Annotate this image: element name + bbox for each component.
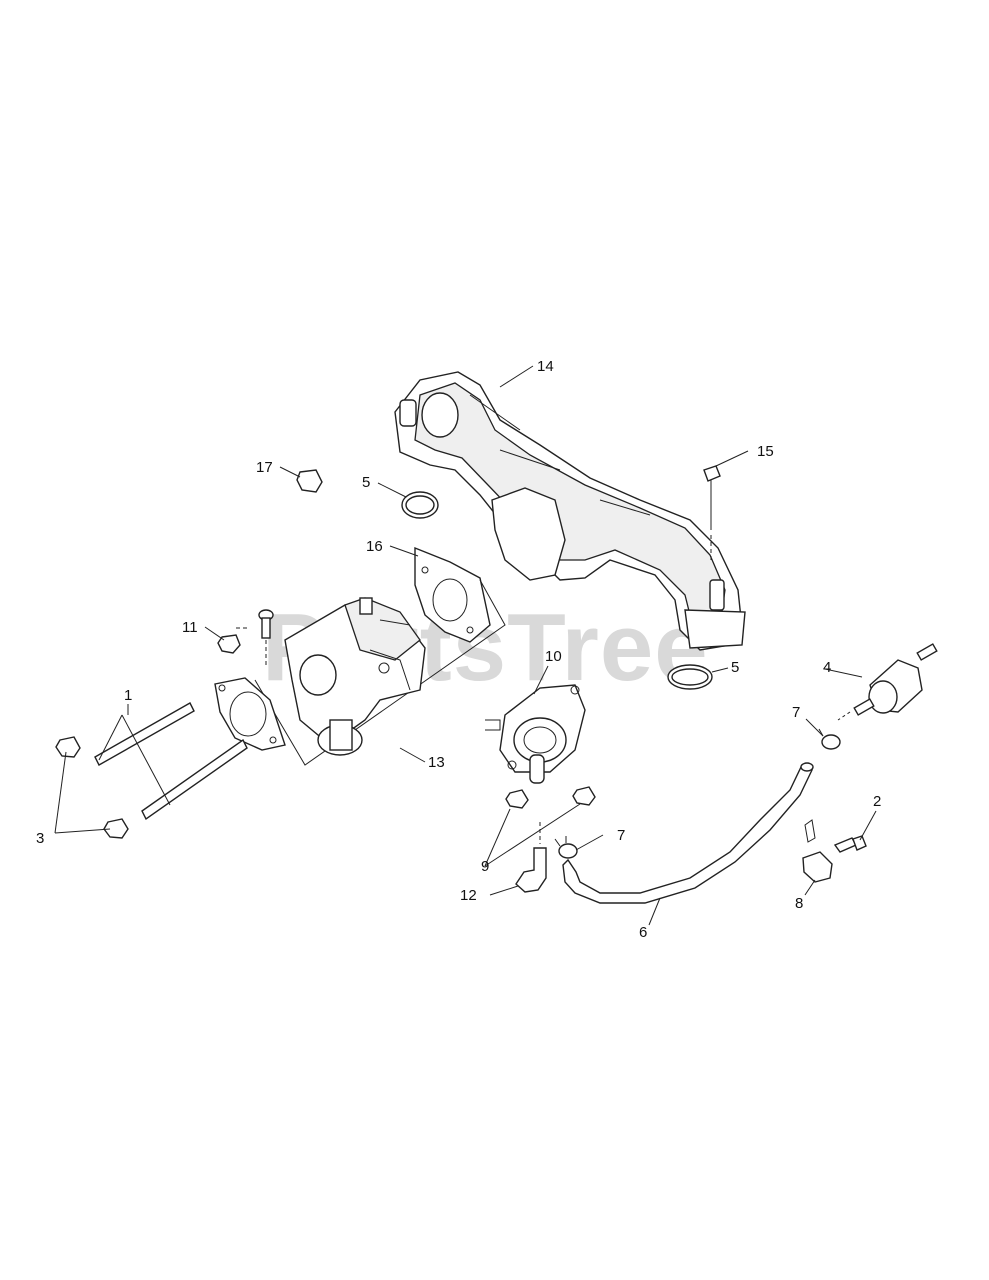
callout-2: 2	[873, 793, 881, 810]
carburetor-bracket-line	[254, 579, 506, 766]
clamp-7-lower[interactable]	[554, 836, 578, 859]
elbow-fitting[interactable]	[515, 822, 547, 893]
fuel-filter[interactable]	[837, 643, 938, 721]
callout-14: 14	[537, 358, 554, 375]
fuel-pump[interactable]	[485, 684, 586, 784]
clip-8[interactable]	[802, 819, 833, 883]
callout-7-lower: 7	[617, 827, 625, 844]
clamp-7-upper[interactable]	[818, 728, 841, 750]
callout-12: 12	[460, 887, 477, 904]
callout-13: 13	[428, 754, 445, 771]
callout-11: 11	[182, 619, 198, 636]
carburetor[interactable]	[284, 597, 426, 756]
screw-11[interactable]	[258, 609, 274, 665]
callout-16: 16	[366, 538, 383, 555]
studs-1[interactable]	[94, 702, 248, 821]
callout-15: 15	[757, 443, 774, 460]
callout-5-upper: 5	[362, 474, 370, 491]
callout-4: 4	[823, 659, 831, 676]
callout-7-upper: 7	[792, 704, 800, 721]
callout-17: 17	[256, 459, 273, 476]
manifold-bolt[interactable]	[703, 465, 721, 560]
callout-9: 9	[481, 858, 489, 875]
gasket-o-ring-upper-inner	[405, 495, 435, 515]
callout-5-lower: 5	[731, 659, 739, 676]
gasket-plate-16[interactable]	[414, 546, 491, 643]
callout-6: 6	[639, 924, 647, 941]
callout-8: 8	[795, 895, 803, 912]
callout-labels: 1 2 3 4 5 5 6 7 7 8 9 10 11 12 13 14 15 …	[36, 358, 881, 941]
gasket-o-ring-lower-inner	[671, 668, 709, 686]
fuel-line-hose[interactable]	[562, 762, 814, 904]
nut-17[interactable]	[296, 469, 323, 493]
screws-9[interactable]	[505, 786, 596, 809]
carburetor-gasket[interactable]	[214, 677, 286, 751]
leader-lines	[54, 365, 877, 926]
callout-3: 3	[36, 830, 44, 847]
nuts-3[interactable]	[55, 736, 129, 839]
callout-1: 1	[124, 687, 132, 704]
callout-10: 10	[545, 648, 562, 665]
intake-manifold[interactable]	[394, 371, 746, 651]
bolt-2[interactable]	[833, 835, 867, 853]
